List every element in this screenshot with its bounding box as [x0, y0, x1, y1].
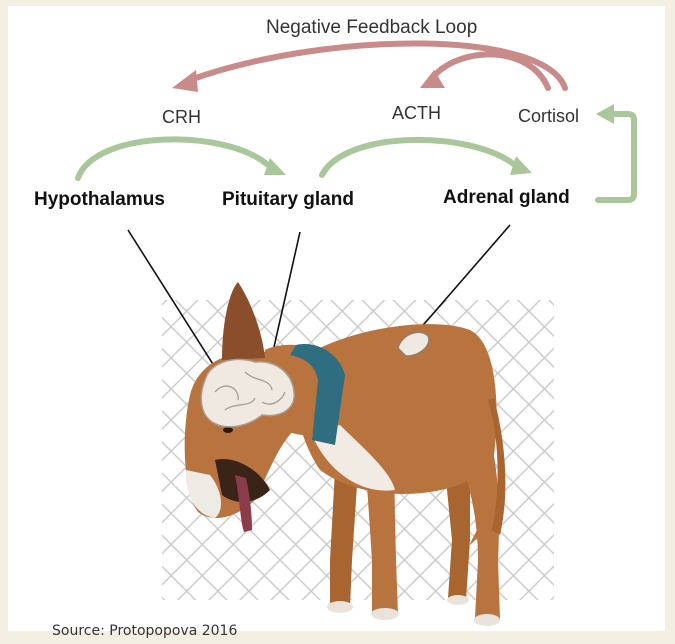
arrow-adrenal-to-cortisol	[598, 114, 634, 200]
dog-eye	[223, 427, 233, 433]
feedback-arrows	[190, 43, 565, 88]
arrow-pituitary-to-adrenal	[322, 140, 515, 175]
organ-label-hypothalamus: Hypothalamus	[34, 189, 165, 211]
arrow-hypothalamus-to-pituitary	[78, 139, 268, 178]
source-caption: Source: Protopopova 2016	[52, 623, 237, 639]
arrowhead-pituitary	[264, 158, 286, 175]
dog-paw-4	[447, 595, 469, 605]
hormone-label-acth: ACTH	[392, 103, 441, 124]
organ-label-pituitary: Pituitary gland	[222, 189, 354, 211]
feedback-arrow-to-crh	[190, 43, 565, 88]
dog-paw-3	[474, 614, 500, 626]
dog-paw-1	[327, 601, 353, 613]
arrowhead-cortisol	[596, 104, 614, 124]
feedback-arrowhead-crh	[172, 70, 198, 92]
diagram-title: Negative Feedback Loop	[266, 17, 477, 39]
dog-paw-2	[371, 608, 399, 620]
hormone-label-cortisol: Cortisol	[518, 106, 579, 127]
arrowhead-adrenal	[510, 156, 532, 175]
organ-label-adrenal: Adrenal gland	[443, 187, 570, 209]
hormone-label-crh: CRH	[162, 107, 201, 128]
